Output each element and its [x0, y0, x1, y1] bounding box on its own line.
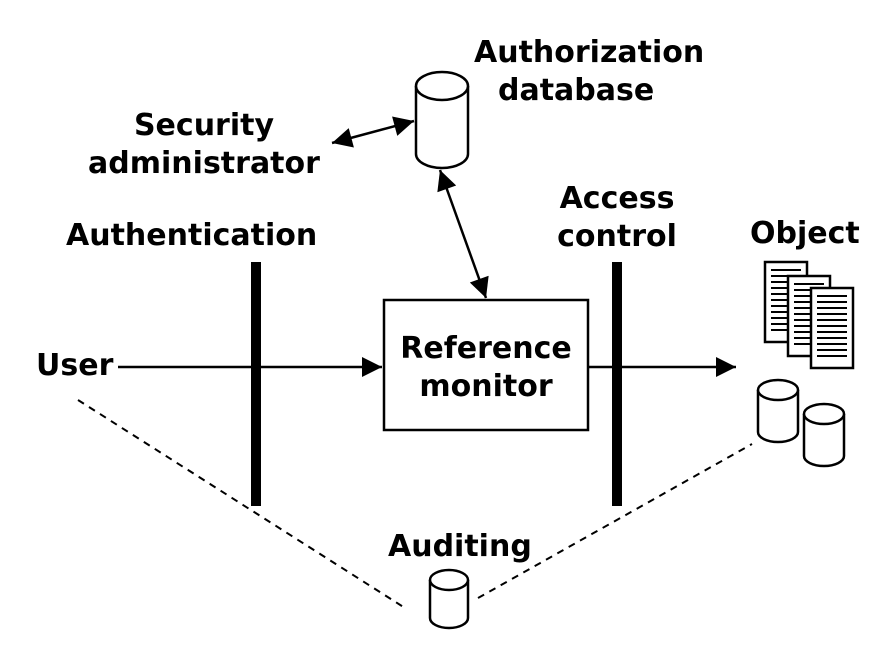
db-monitor-arrow	[437, 169, 489, 299]
access-control-label-line2: control	[557, 219, 677, 254]
object-label: Object	[750, 216, 860, 251]
admin-db-arrow	[331, 116, 415, 148]
authorization-database-label-line1: Authorization	[474, 35, 705, 70]
authorization-database-icon	[414, 70, 470, 170]
reference-monitor-label: Reference monitor	[384, 330, 588, 406]
object-database-icon	[756, 378, 800, 444]
user-label: User	[36, 348, 114, 383]
security-administrator-label: Security administrator	[84, 107, 324, 183]
reference-monitor-label-line2: monitor	[419, 369, 553, 404]
security-administrator-label-line1: Security	[133, 108, 275, 143]
reference-monitor-label-line1: Reference	[400, 331, 572, 366]
auditing-dashed-line-user	[77, 399, 406, 609]
auditing-label: Auditing	[388, 529, 532, 564]
authorization-database-label: Authorization database	[474, 34, 704, 110]
object-database-icon	[802, 402, 846, 468]
authentication-label: Authentication	[66, 218, 318, 253]
authorization-database-label-line2: database	[498, 73, 655, 108]
reference-monitor-box	[382, 298, 590, 432]
document-stack-icon	[763, 260, 855, 370]
security-administrator-label-line2: administrator	[88, 146, 320, 181]
authentication-barrier	[251, 262, 261, 506]
auditing-dashed-line-object	[477, 443, 753, 599]
access-control-label: Access control	[544, 180, 690, 256]
auditing-database-icon	[428, 568, 470, 630]
access-control-barrier	[612, 262, 622, 506]
access-control-label-line1: Access	[559, 181, 675, 216]
